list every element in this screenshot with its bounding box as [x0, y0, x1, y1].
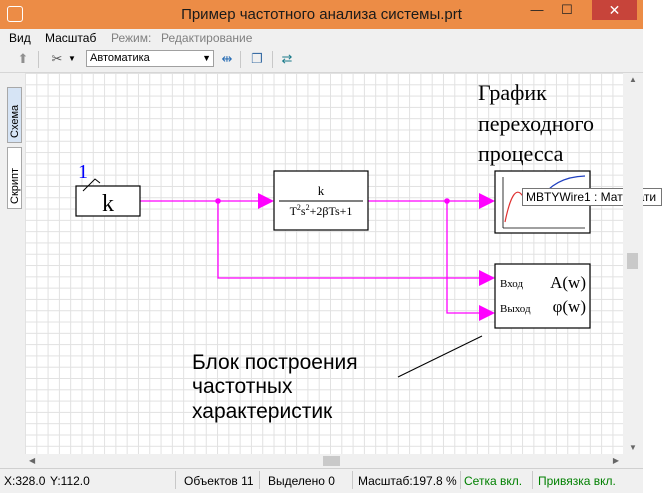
- freq-output-label: Выход: [500, 303, 531, 315]
- plot-caption-line: процесса: [478, 141, 564, 166]
- tools-dropdown-icon[interactable]: ▼: [68, 54, 76, 63]
- up-arrow-icon[interactable]: ⬆: [17, 51, 29, 66]
- gain-label: k: [102, 191, 114, 217]
- status-selected: Выделено 0: [268, 474, 335, 488]
- port-marker: [82, 178, 101, 192]
- title-bar: Пример частотного анализа системы.prt — …: [0, 0, 643, 29]
- transient-plot-block[interactable]: График переходного процесса: [478, 80, 594, 234]
- note-line: частотных: [192, 375, 293, 398]
- scroll-left-icon[interactable]: ◀: [29, 456, 36, 465]
- link-icon[interactable]: ⇄: [281, 51, 293, 66]
- tools-icon[interactable]: ✂: [51, 51, 63, 66]
- tf-denominator: T2s2+2βTs+1: [290, 203, 353, 218]
- layers-icon[interactable]: ❐: [251, 51, 263, 66]
- menu-bar: Вид Масштаб Режим: Редактирование: [0, 29, 643, 47]
- mode-label: Режим:: [111, 31, 152, 45]
- toolbar: ⬆ ✂ ▼ Автоматика ▼ ⇹ ❐ ⇄: [0, 47, 643, 73]
- wire-input-branch[interactable]: [217, 201, 480, 279]
- plot-caption-line: График: [478, 80, 547, 105]
- mode-value: Редактирование: [161, 31, 253, 45]
- freq-input-label: Вход: [500, 278, 523, 290]
- arrow-head: [479, 193, 495, 209]
- chevron-down-icon: ▼: [202, 53, 211, 63]
- minimize-button[interactable]: —: [530, 2, 544, 17]
- wires: [140, 200, 480, 314]
- scroll-corner: [623, 454, 643, 468]
- note-line: Блок построения: [192, 351, 358, 374]
- maximize-button[interactable]: ☐: [561, 2, 573, 17]
- side-tab-panel: Схема Скрипт: [0, 73, 25, 468]
- gain-block[interactable]: k 1: [75, 161, 141, 217]
- tf-numerator: k: [318, 183, 325, 198]
- note-line: характеристик: [192, 400, 333, 423]
- scroll-right-icon[interactable]: ▶: [612, 456, 619, 465]
- status-x: X:328.0: [4, 474, 46, 488]
- arrow-head: [479, 270, 495, 286]
- status-snap[interactable]: Привязка вкл.: [538, 474, 616, 488]
- tab-scheme[interactable]: Схема: [7, 87, 22, 143]
- annotation-note[interactable]: Блок построения частотных характеристик: [192, 335, 483, 423]
- menu-view[interactable]: Вид: [9, 31, 31, 45]
- plot-caption-line: переходного: [478, 111, 594, 136]
- status-scale: Масштаб:197.8 %: [358, 474, 457, 488]
- menu-scale[interactable]: Масштаб: [45, 31, 97, 45]
- wire-output-branch[interactable]: [446, 201, 480, 314]
- status-y: Y:112.0: [50, 474, 90, 488]
- phase-label: φ(w): [553, 297, 586, 316]
- vertical-scrollbar[interactable]: ▲ ▼: [623, 73, 643, 454]
- scroll-down-icon[interactable]: ▼: [629, 443, 637, 452]
- diagram-svg: k 1 k T2s2+2βTs+1 График переходного про…: [75, 80, 594, 423]
- tab-script[interactable]: Скрипт: [7, 147, 22, 209]
- junction-dot: [444, 198, 450, 204]
- horizontal-scroll-thumb[interactable]: [323, 456, 340, 466]
- frequency-block[interactable]: Вход Выход A(w) φ(w): [494, 263, 591, 329]
- horizontal-scrollbar[interactable]: ◀ ▶: [25, 454, 623, 468]
- status-objects: Объектов 11: [184, 474, 254, 488]
- port-number: 1: [78, 161, 88, 183]
- note-pointer-line: [397, 335, 483, 378]
- window-title: Пример частотного анализа системы.prt: [181, 6, 462, 23]
- close-button[interactable]: ✕: [592, 0, 637, 20]
- arrow-head: [479, 305, 495, 321]
- app-icon[interactable]: [7, 6, 23, 22]
- amplitude-label: A(w): [550, 273, 586, 292]
- vertical-scroll-thumb[interactable]: [627, 253, 638, 269]
- transfer-function-block[interactable]: k T2s2+2βTs+1: [273, 170, 369, 231]
- status-bar: X:328.0 Y:112.0 Объектов 11 Выделено 0 М…: [0, 468, 643, 493]
- status-grid[interactable]: Сетка вкл.: [464, 474, 523, 488]
- arrow-head: [258, 193, 274, 209]
- diagram-canvas[interactable]: k 1 k T2s2+2βTs+1 График переходного про…: [25, 73, 623, 454]
- scroll-up-icon[interactable]: ▲: [629, 75, 637, 84]
- junction-dot: [215, 198, 221, 204]
- palette-select[interactable]: Автоматика ▼: [86, 50, 214, 67]
- fit-icon[interactable]: ⇹: [221, 51, 233, 66]
